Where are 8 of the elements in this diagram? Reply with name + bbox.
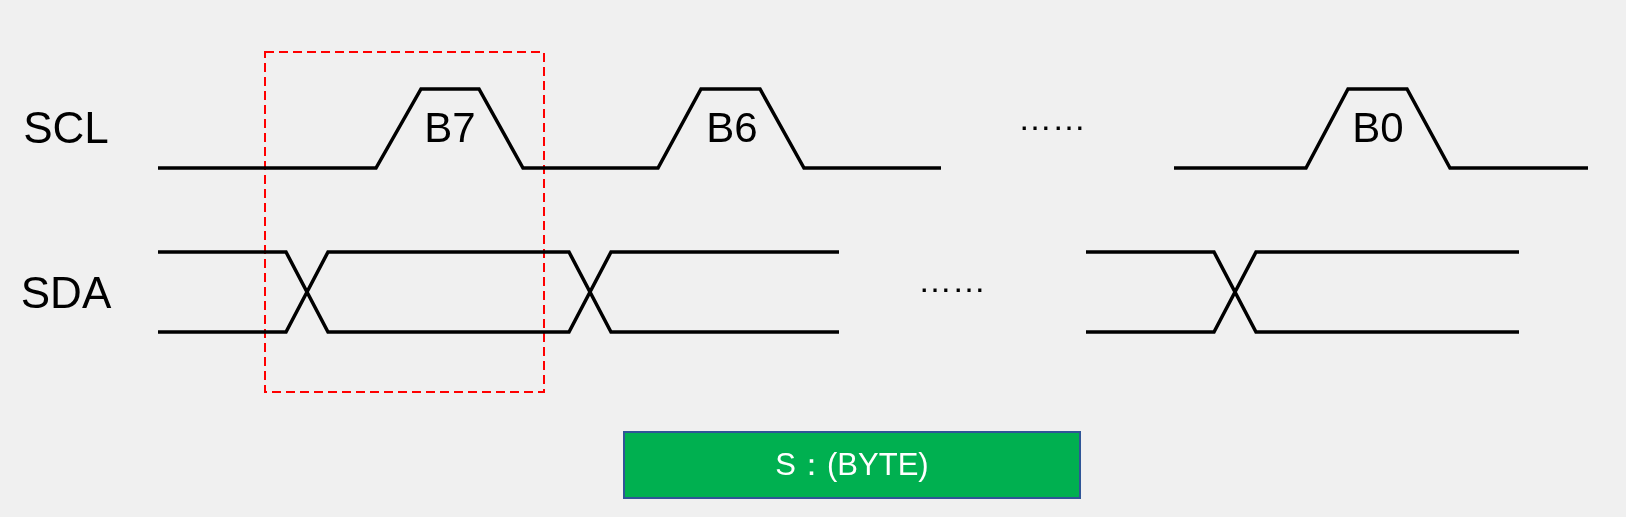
signal-label: SDA <box>20 271 112 315</box>
bit-label: B0 <box>1352 107 1404 149</box>
process-box: S：(BYTE) <box>623 431 1081 499</box>
ellipsis: …… <box>1018 101 1086 135</box>
bit-label: B6 <box>706 107 758 149</box>
ellipsis: …… <box>918 263 986 297</box>
bit-label: B7 <box>424 107 476 149</box>
signal-label: SCL <box>23 106 109 150</box>
